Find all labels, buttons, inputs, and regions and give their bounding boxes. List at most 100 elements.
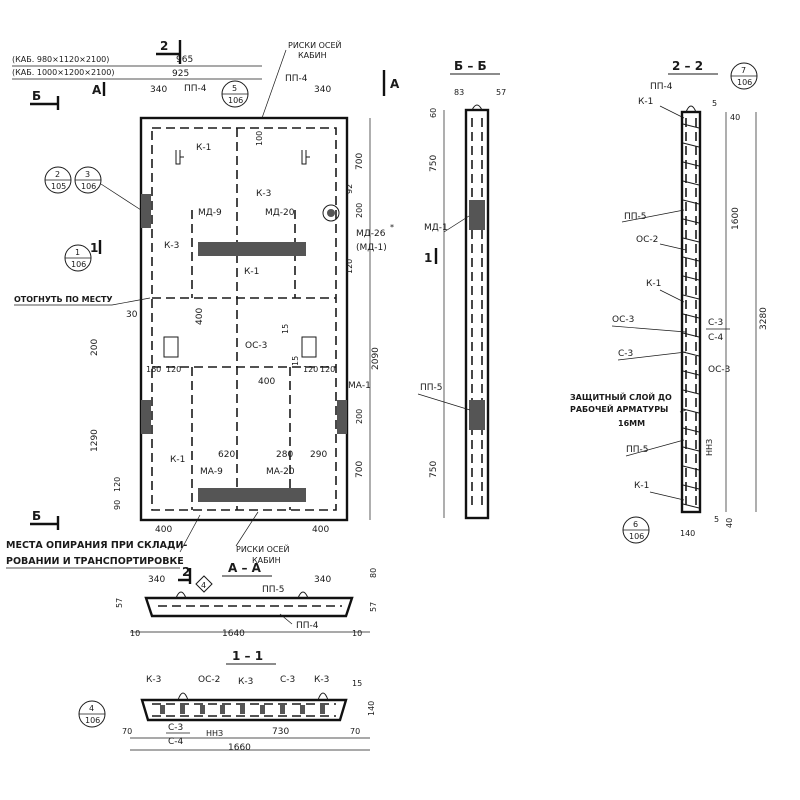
label-pp5-aa: ПП-5 [262, 585, 285, 595]
section-22: 2 – 2 ПП-4 К-1 5 40 ПП-5 ОС-2 1600 К-1 О… [570, 59, 769, 538]
label-ma20-bottom: МА-20 [266, 467, 295, 477]
label-k1-top: К-1 [638, 97, 653, 107]
dim-57-l: 57 [115, 598, 124, 608]
stirrup-tick [682, 142, 700, 148]
stirrup-tick [682, 332, 700, 338]
section-bb: Б – Б 83 57 60 750 МД-1 ПП-5 750 [417, 59, 506, 520]
label-c4: С-4 [708, 333, 724, 343]
dim-750-top: 750 [429, 155, 439, 172]
stirrup-tick [682, 218, 700, 224]
dim-10-r: 10 [352, 629, 362, 638]
section-mark-1-left: 1 [90, 241, 98, 255]
section-bb-plate-top [469, 200, 485, 230]
dim-80: 80 [369, 568, 378, 578]
stirrup-tick [682, 389, 700, 395]
mark-4: 4 [201, 581, 206, 590]
dim-57-r: 57 [369, 602, 378, 612]
embed-plate-md9-bottom [198, 488, 306, 502]
dim-750-bot: 750 [429, 461, 439, 478]
svg-text:7: 7 [741, 66, 746, 75]
label-k3-r: К-3 [314, 675, 329, 685]
section-bb-title: Б – Б [454, 59, 487, 73]
dim-92: 92 [345, 184, 354, 194]
dim-730: 730 [272, 727, 289, 737]
bar-section-mark [260, 705, 265, 714]
bar-section-mark [160, 705, 165, 714]
stirrup-tick [682, 370, 700, 376]
label-md26-sup: * [390, 223, 394, 232]
label-pp5-bot: ПП-5 [626, 445, 649, 455]
label-k3-left: К-3 [164, 241, 179, 251]
dim-160: 160 [146, 365, 161, 374]
panel-outline [139, 116, 349, 522]
bar-section-mark [180, 705, 185, 714]
dim-280: 280 [276, 450, 293, 460]
embed-plate-right-bottom [337, 400, 347, 434]
section-mark-b-top: Б [32, 89, 41, 103]
mark-4-diamond [195, 575, 213, 593]
stirrup-tick [682, 427, 700, 433]
stirrup-tick [682, 313, 700, 319]
svg-text:106: 106 [71, 260, 86, 269]
dim-965: 965 [176, 55, 193, 65]
svg-text:106: 106 [81, 182, 96, 191]
risk-bottom-2: КАБИН [252, 556, 281, 565]
embed-plate-md9-top [198, 242, 306, 256]
stirrup-tick [682, 275, 700, 281]
dim-100: 100 [255, 131, 264, 146]
callout-4-106: 4 106 [78, 700, 106, 728]
embed-plate-left-top [141, 194, 151, 228]
section-bb-loop [471, 104, 483, 111]
dim-120: 120 [166, 365, 181, 374]
label-c3-11: С-3 [280, 675, 295, 685]
section-mark-1-right: 1 [424, 251, 432, 265]
stirrup-tick [682, 161, 700, 167]
dim-40-bot: 40 [725, 518, 734, 528]
dim-700-top: 700 [355, 153, 365, 170]
label-k1-mid: К-1 [244, 267, 259, 277]
label-ma9-bottom: МА-9 [200, 467, 223, 477]
svg-text:106: 106 [85, 716, 100, 725]
label-k1-mid: К-1 [646, 279, 661, 289]
section-22-stirrups [682, 123, 700, 509]
label-pp4-aa: ПП-4 [296, 621, 319, 631]
label-k3-mid: К-3 [238, 677, 253, 687]
section-11-title: 1 – 1 [232, 649, 263, 663]
section-11-outline [140, 698, 348, 722]
section-aa-loop-left [175, 591, 187, 599]
section-aa-title: А – А [228, 561, 262, 575]
section-22-outline [680, 110, 702, 514]
dim-340-r: 340 [314, 575, 331, 585]
stirrup-tick [682, 465, 700, 471]
callout-6-106: 6 106 [622, 516, 650, 544]
section-22-title: 2 – 2 [672, 59, 703, 73]
bar-section-mark [280, 705, 285, 714]
label-c3-b: С-3 [168, 723, 183, 733]
dim-700-bot: 700 [355, 461, 365, 478]
label-nnz: ННЗ [705, 439, 714, 456]
label-k3-l: К-3 [146, 675, 161, 685]
dim-10-l: 10 [130, 629, 140, 638]
stirrup-tick [682, 294, 700, 300]
section-bb-outline [464, 108, 490, 520]
bar-section-mark [240, 705, 245, 714]
dim-1660: 1660 [228, 743, 251, 753]
stirrup-tick [682, 446, 700, 452]
label-c3: С-3 [708, 318, 723, 328]
dim-925: 925 [172, 69, 189, 79]
section-aa-outline [144, 596, 354, 618]
dim-340-l: 340 [148, 575, 165, 585]
label-os3-right: ОС-3 [708, 365, 730, 375]
dim-1290: 1290 [90, 429, 100, 452]
label-c3-left: С-3 [618, 349, 633, 359]
dim-3280: 3280 [759, 307, 769, 330]
label-pp4-left: ПП-4 [184, 84, 207, 94]
dim-2090: 2090 [371, 347, 381, 370]
stirrup-tick [682, 199, 700, 205]
stirrup-tick [682, 256, 700, 262]
stirrup-tick [682, 180, 700, 186]
opening-left [163, 336, 179, 358]
dim-340-right: 340 [314, 85, 331, 95]
section-11-loop-right [317, 692, 329, 701]
label-pp4-right: ПП-4 [285, 74, 308, 84]
